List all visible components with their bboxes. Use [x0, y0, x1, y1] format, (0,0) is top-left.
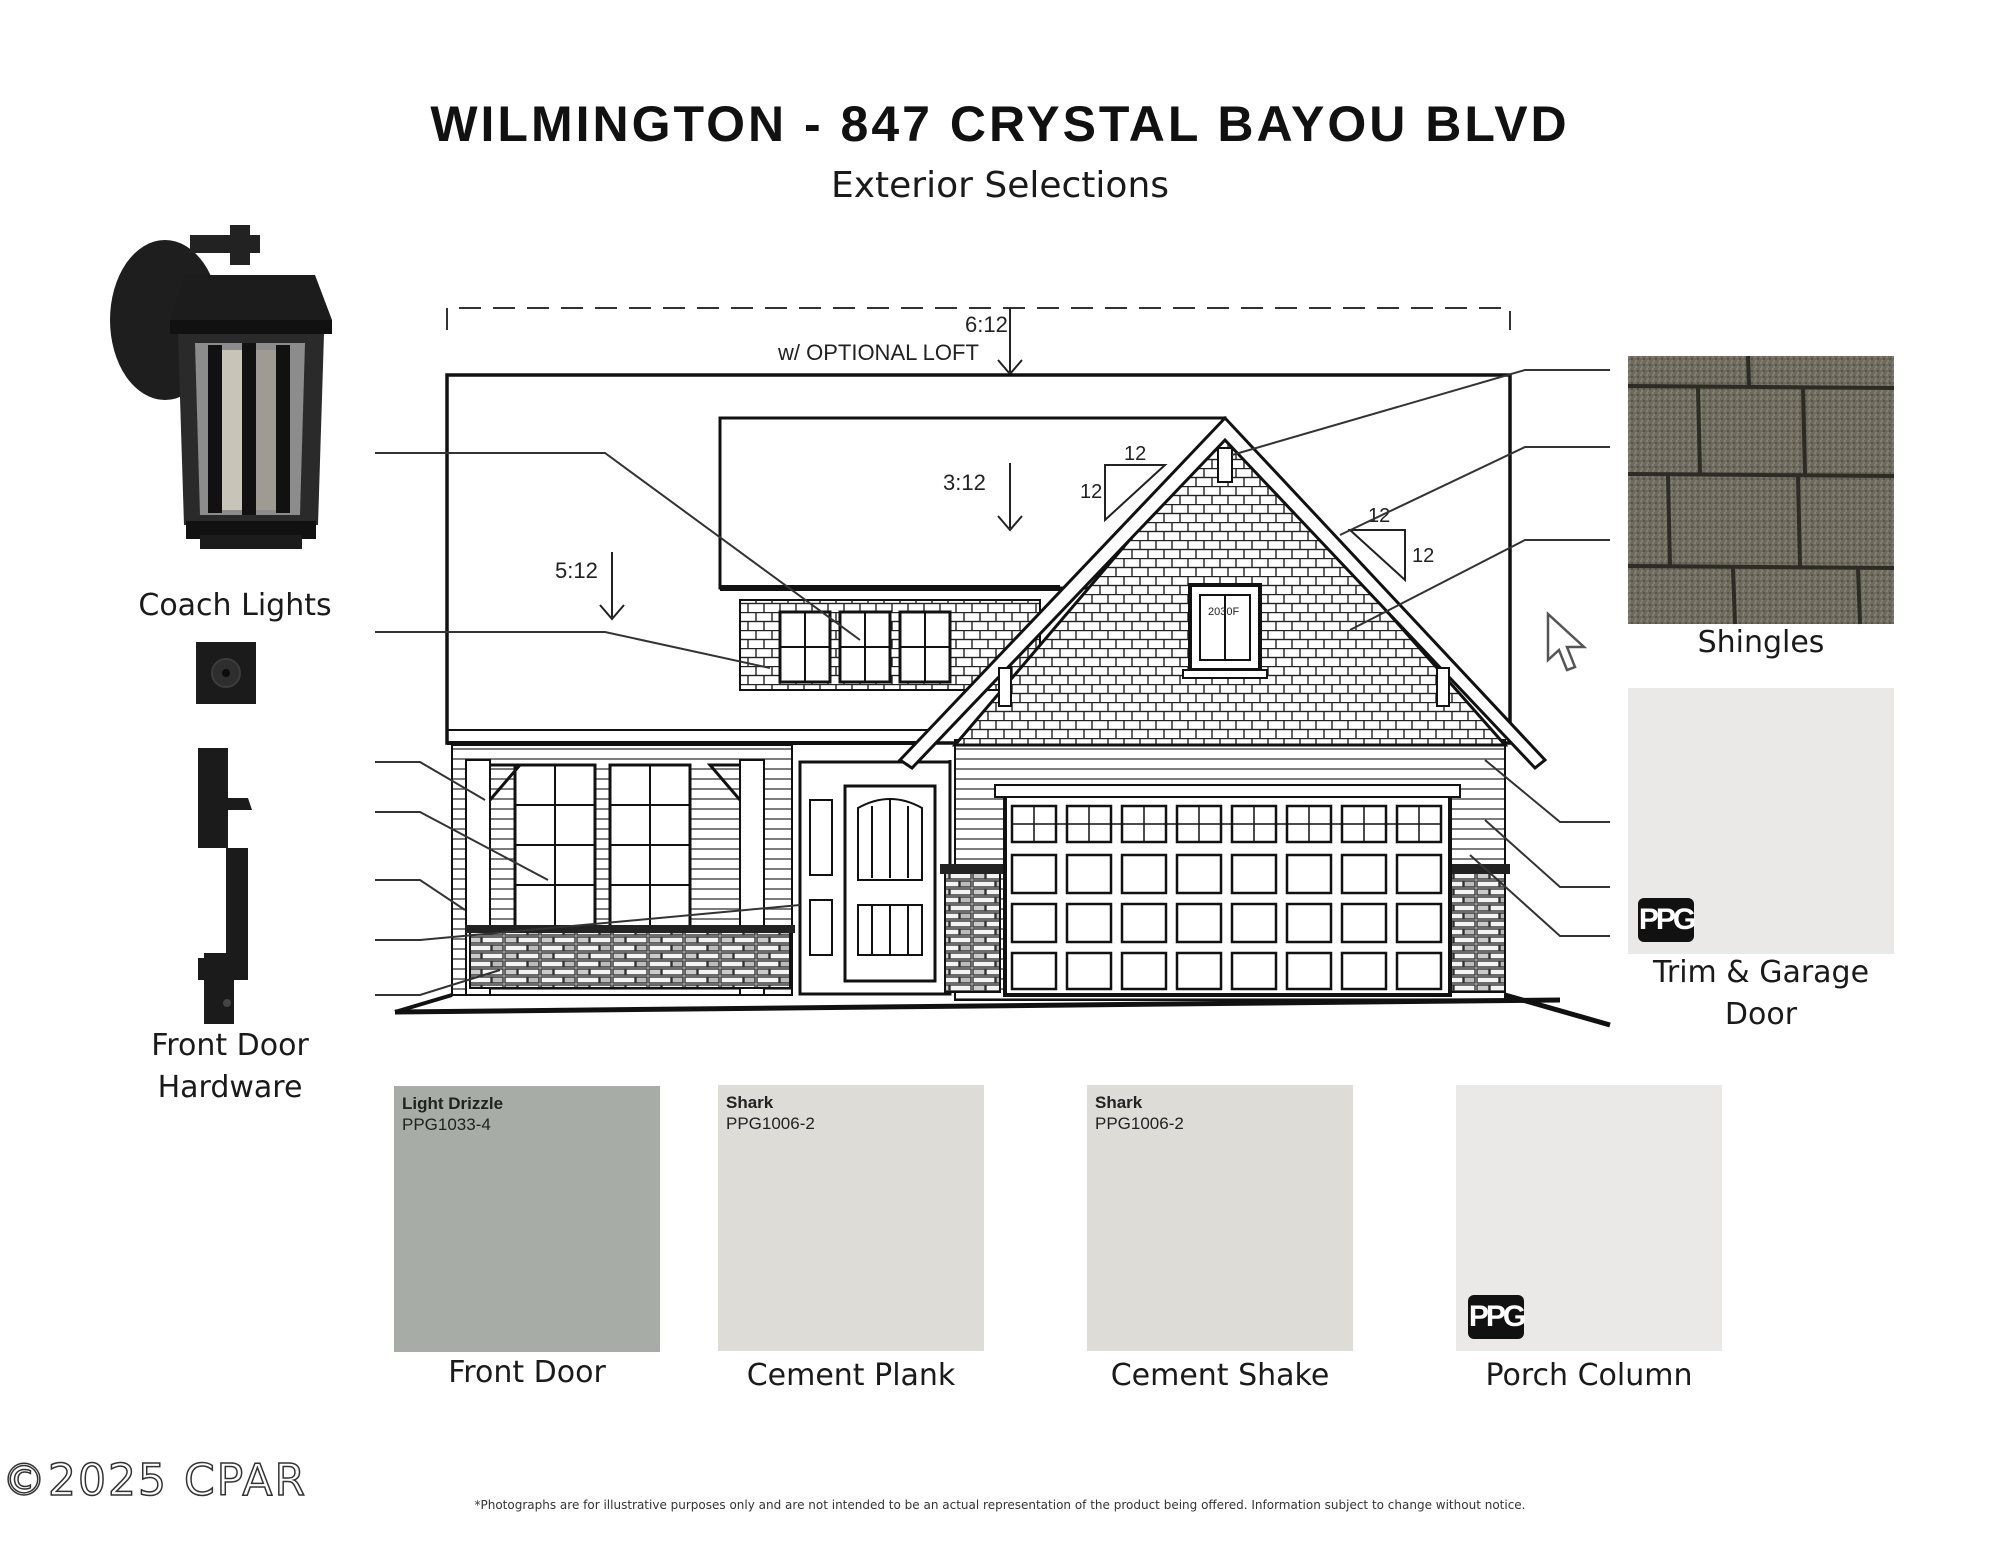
- swatch-cement-shake: Shark PPG1006-2: [1087, 1085, 1353, 1351]
- deadbolt-image: [196, 642, 256, 704]
- swatch-cement-plank: Shark PPG1006-2: [718, 1085, 984, 1351]
- shingles-label: Shingles: [1697, 625, 1825, 660]
- pitch-porch-text: 5:12: [555, 558, 598, 583]
- ppg-logo-icon-2: PPG: [1468, 1295, 1526, 1339]
- trim-label-line2: Door: [1724, 997, 1798, 1032]
- gable-run-text: 12: [1124, 443, 1146, 465]
- gable-rise-text-2: 12: [1412, 545, 1434, 567]
- coach-lights-label: Coach Lights: [138, 588, 332, 623]
- trim-garage-door-swatch: PPG: [1628, 688, 1894, 954]
- swatch-cement-plank-name: Shark: [726, 1093, 774, 1112]
- ppg-logo-icon: PPG: [1638, 898, 1696, 942]
- page-subtitle: Exterior Selections: [830, 165, 1170, 206]
- cement-plank-label: Cement Plank: [746, 1358, 956, 1393]
- cursor-icon: [1546, 611, 1588, 672]
- coach-light-image: [110, 225, 332, 549]
- swatch-porch-column: PPG: [1456, 1085, 1722, 1351]
- page-title: WILMINGTON - 847 CRYSTAL BAYOU BLVD: [430, 96, 1570, 152]
- loft-note-text: w/ OPTIONAL LOFT: [777, 340, 979, 365]
- front-door-label: Front Door: [448, 1355, 606, 1390]
- swatch-front-door-name: Light Drizzle: [402, 1094, 504, 1113]
- swatch-front-door-code: PPG1033-4: [402, 1115, 491, 1134]
- front-door-hardware-label: Front Door Hardware: [120, 1025, 340, 1109]
- front-door-hardware-line1: Front Door: [151, 1028, 309, 1063]
- trim-garage-door-label: Trim & Garage Door: [1620, 952, 1902, 1036]
- pitch-main-text: 6:12: [965, 312, 1008, 337]
- swatch-cement-shake-name: Shark: [1095, 1093, 1143, 1112]
- gable-rise-text: 12: [1080, 481, 1102, 503]
- trim-label-line1: Trim & Garage: [1652, 955, 1870, 990]
- handleset-image: [198, 748, 252, 1024]
- disclaimer-text: *Photographs are for illustrative purpos…: [474, 1498, 1526, 1512]
- front-door-hardware-line2: Hardware: [157, 1070, 303, 1105]
- swatch-cement-plank-code: PPG1006-2: [726, 1114, 815, 1133]
- copyright-watermark: ©2025 CPAR: [1, 1454, 308, 1507]
- shingles-swatch: [1627, 355, 1895, 625]
- swatch-front-door: Light Drizzle PPG1033-4: [394, 1086, 660, 1352]
- porch-column-label: Porch Column: [1485, 1358, 1693, 1393]
- pitch-upper-text: 3:12: [943, 470, 986, 495]
- house-elevation-drawing: 6:12 w/ OPTIONAL LOFT 3:12 5:12: [394, 307, 1611, 1028]
- window-tag-text: 2030F: [1208, 606, 1239, 618]
- cement-shake-label: Cement Shake: [1110, 1358, 1330, 1393]
- swatch-cement-shake-code: PPG1006-2: [1095, 1114, 1184, 1133]
